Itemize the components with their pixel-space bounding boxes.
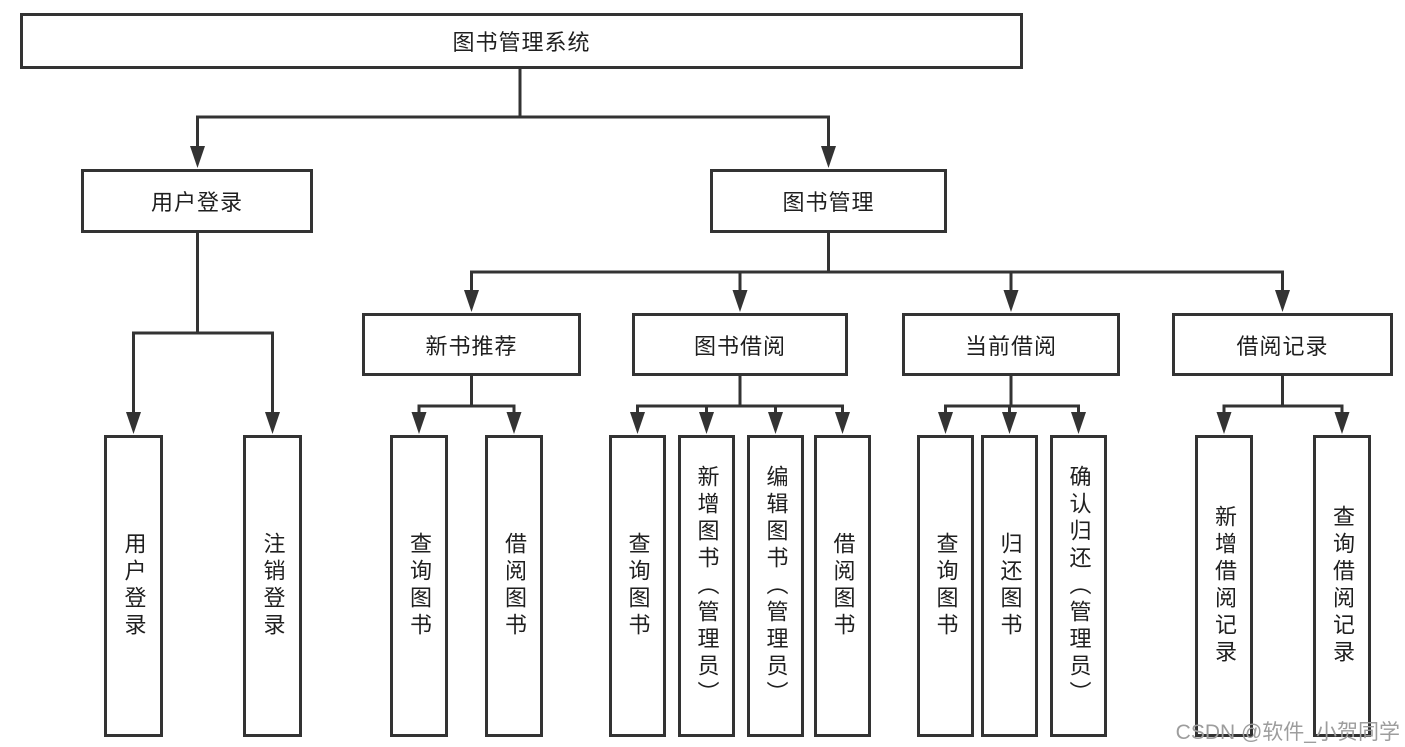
leaf-label: 归还图书	[997, 532, 1023, 640]
leaf-label: 注销登录	[260, 532, 286, 640]
leaf-label: 借阅图书	[502, 532, 527, 640]
node-new-book-recommend: 新书推荐	[362, 313, 581, 376]
arrow-icon	[506, 412, 522, 434]
leaf-query-books-borrow: 查询图书	[609, 435, 666, 737]
leaf-label: 查询图书	[625, 532, 651, 640]
node-current-borrowing: 当前借阅	[902, 313, 1120, 376]
leaf-query-borrow-record: 查询借阅记录	[1313, 435, 1371, 737]
arrow-icon	[835, 412, 850, 434]
leaf-label: 编辑图书（管理员）	[763, 464, 789, 708]
arrow-icon	[732, 290, 748, 312]
leaf-label: 借阅图书	[830, 532, 856, 640]
arrow-icon	[938, 412, 953, 434]
arrow-icon	[1002, 412, 1017, 434]
arrow-icon	[630, 412, 645, 434]
arrow-icon	[190, 146, 205, 168]
arrowheads	[126, 146, 1350, 434]
arrow-icon	[821, 146, 836, 168]
arrow-icon	[1071, 412, 1086, 434]
leaf-label: 用户登录	[121, 532, 147, 640]
leaf-label: 确认归还（管理员）	[1066, 464, 1092, 708]
arrow-icon	[768, 412, 783, 434]
arrow-icon	[1334, 412, 1350, 434]
leaf-query-books-current: 查询图书	[917, 435, 974, 737]
leaf-edit-books-admin: 编辑图书（管理员）	[747, 435, 804, 737]
node-user-login: 用户登录	[81, 169, 313, 233]
arrow-icon	[411, 412, 427, 434]
leaf-label: 新增借阅记录	[1212, 505, 1237, 667]
arrow-icon	[699, 412, 714, 434]
watermark: CSDN @软件_小贺同学	[1175, 721, 1400, 744]
leaf-label: 新增图书（管理员）	[694, 464, 720, 708]
arrow-icon	[1216, 412, 1232, 434]
node-library-system: 图书管理系统	[20, 13, 1023, 69]
arrow-icon	[1003, 290, 1019, 312]
node-book-borrowing: 图书借阅	[632, 313, 848, 376]
leaf-borrow-books: 借阅图书	[814, 435, 871, 737]
leaf-logout: 注销登录	[243, 435, 302, 737]
leaf-label: 查询借阅记录	[1330, 505, 1355, 667]
arrow-icon	[1275, 290, 1290, 312]
node-book-management: 图书管理	[710, 169, 947, 233]
leaf-label: 查询图书	[933, 532, 959, 640]
leaf-add-books-admin: 新增图书（管理员）	[678, 435, 735, 737]
arrow-icon	[265, 412, 280, 434]
node-borrowing-records: 借阅记录	[1172, 313, 1393, 376]
leaf-borrow-books-recommend: 借阅图书	[485, 435, 543, 737]
leaf-return-books: 归还图书	[981, 435, 1038, 737]
leaf-add-borrow-record: 新增借阅记录	[1195, 435, 1253, 737]
arrow-icon	[126, 412, 141, 434]
arrow-icon	[464, 290, 479, 312]
leaf-query-books-recommend: 查询图书	[390, 435, 448, 737]
leaf-user-login: 用户登录	[104, 435, 163, 737]
leaf-label: 查询图书	[407, 532, 432, 640]
leaf-confirm-return-admin: 确认归还（管理员）	[1050, 435, 1107, 737]
